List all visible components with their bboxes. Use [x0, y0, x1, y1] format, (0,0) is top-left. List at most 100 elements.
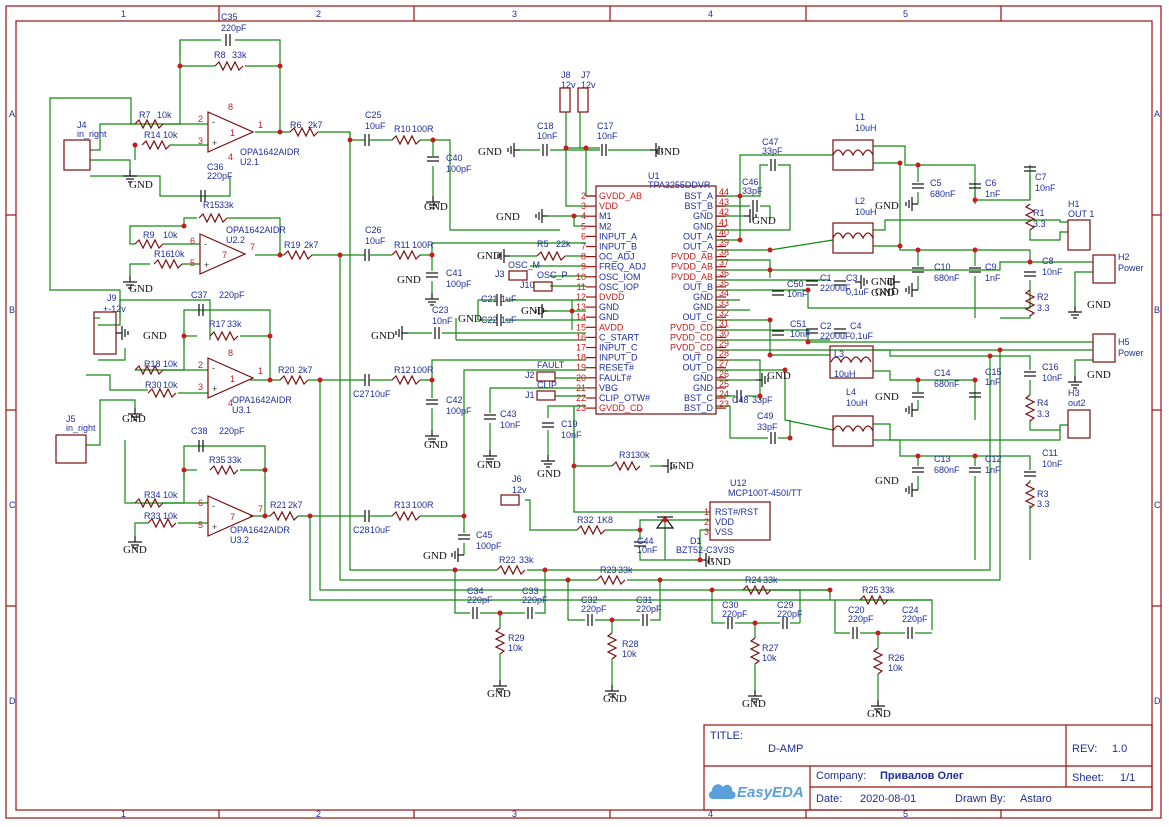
svg-text:-: - [212, 117, 215, 127]
pin-name: M2 [599, 221, 612, 231]
opamp-ref: U2.2 [226, 235, 245, 245]
component-label: R31 [619, 450, 636, 460]
pin-number: 8 [581, 252, 586, 262]
pin-name: OC_ADJ [599, 252, 635, 262]
pin-number: 4 [228, 152, 233, 162]
pin-name: PVDD_CD [670, 322, 714, 332]
component-label: C47 [762, 137, 779, 147]
pin-number: 19 [576, 363, 586, 373]
component-label: 10nF [1042, 373, 1063, 383]
component-label: J4 [77, 120, 87, 130]
component-label: R14 [144, 130, 161, 140]
component-label: Power [1118, 263, 1144, 273]
pin-name: DVDD [599, 292, 625, 302]
component-label: 10nF [637, 545, 658, 555]
pin-name: PVDD_AB [671, 252, 713, 262]
drawn-by-label: Drawn By: [955, 793, 1006, 805]
pin-name: OUT_D [682, 353, 713, 363]
component-label: R10 [394, 124, 411, 134]
gnd-net-label: GND [477, 459, 501, 471]
component-label: 2k7 [288, 500, 303, 510]
component-label: H1 [1068, 199, 1080, 209]
pin-number: 13 [576, 302, 586, 312]
component-label: out2 [1068, 398, 1086, 408]
gnd-net-label: GND [487, 688, 511, 700]
component-label: C41 [446, 268, 463, 278]
component-label: 220pF [219, 426, 245, 436]
svg-text:EasyEDA: EasyEDA [737, 784, 804, 801]
gnd-net-label: GND [424, 439, 448, 451]
row-mark-left: C [9, 500, 16, 510]
pin-number: 16 [576, 332, 586, 342]
pin-name: VDD [715, 517, 735, 527]
gnd-net-label: GND [1087, 369, 1111, 381]
component-label: 2k7 [304, 240, 319, 250]
pin-name: VBG [599, 383, 618, 393]
component-label: C20 [848, 605, 865, 615]
component-label: L3 [834, 349, 844, 359]
col-mark-top: 3 [512, 9, 517, 19]
component-label: 33pF [757, 422, 778, 432]
pin-number: 27 [719, 359, 729, 369]
pin-name: OSC_IOP [599, 282, 639, 292]
component-label: J6 [512, 474, 522, 484]
pin-name: PVDD_AB [671, 262, 713, 272]
component-label: Power [1118, 348, 1144, 358]
pin-name: INPUT_A [599, 231, 637, 241]
component-label: C21 [481, 294, 498, 304]
component-label: 10k [170, 249, 185, 259]
component-label: C17 [597, 121, 614, 131]
component-label: C9 [985, 262, 997, 272]
component-label: 220pF [848, 614, 874, 624]
col-mark-top: 2 [316, 9, 321, 19]
pin-name: GND [693, 211, 714, 221]
component-label: R32 [577, 515, 594, 525]
pin-number: 34 [719, 288, 729, 298]
pin-name: GND [693, 221, 714, 231]
component-label: 30k [635, 450, 650, 460]
component-label: 10k [157, 110, 172, 120]
svg-text:+: + [204, 260, 209, 270]
component-label: 10uH [855, 123, 877, 133]
component-label: J2 [525, 370, 535, 380]
component-label: L1 [855, 112, 865, 122]
pin-name: FREQ_ADJ [599, 262, 646, 272]
component-label: D1 [690, 536, 702, 546]
component-label: C46 [742, 177, 759, 187]
component-label: 1nF [985, 273, 1001, 283]
component-label: C6 [985, 178, 997, 188]
pin-number: 28 [719, 349, 729, 359]
component-label: C48 [732, 395, 749, 405]
pin-name: GND [693, 383, 714, 393]
component-label: C26 [365, 225, 382, 235]
row-mark-right: B [1154, 305, 1160, 315]
component-label: R26 [888, 653, 905, 663]
pin-name: AVDD [599, 322, 624, 332]
component-label: 3.3 [1037, 409, 1050, 419]
title-value: D-AMP [768, 743, 803, 755]
gnd-net-label: GND [521, 305, 545, 317]
component-label: 1nF [985, 377, 1001, 387]
component-label: 10k [762, 653, 777, 663]
component-label: R4 [1037, 398, 1049, 408]
gnd-net-label: GND [477, 250, 501, 262]
gnd-net-label: GND [496, 211, 520, 223]
component-label: C37 [191, 290, 208, 300]
pin-number: 5 [198, 520, 203, 530]
pin-name: OUT_A [683, 231, 713, 241]
gnd-net-label: GND [478, 146, 502, 158]
component-label: L4 [846, 387, 856, 397]
pin-number: 35 [719, 278, 729, 288]
component-label: J3 [495, 269, 505, 279]
component-label: R33 [144, 511, 161, 521]
pin-name: VDD [599, 201, 619, 211]
component-label: C5 [930, 178, 942, 188]
component-label: 22k [556, 239, 571, 249]
pin-name: INPUT_B [599, 242, 637, 252]
component-label: 33k [227, 455, 242, 465]
component-label: R17 [209, 319, 226, 329]
component-label: R7 [139, 110, 151, 120]
pin-name: OUT_C [682, 312, 713, 322]
